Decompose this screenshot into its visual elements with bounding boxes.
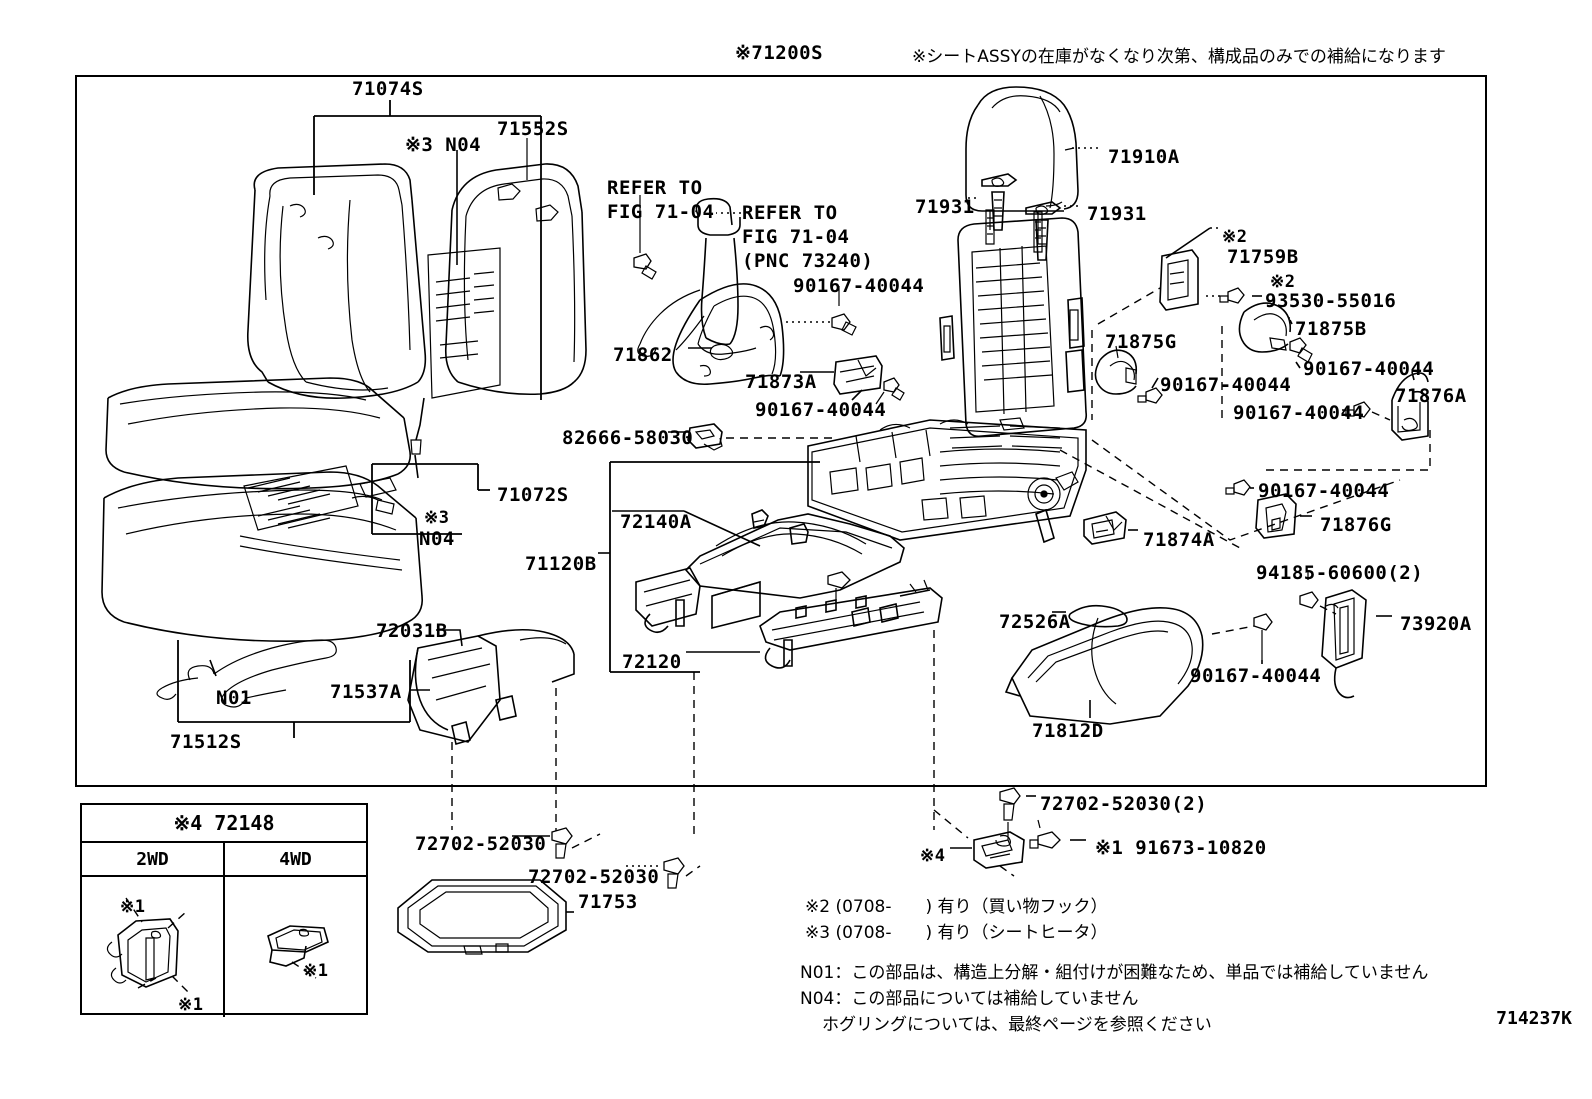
callout-72702-52030-b: 72702-52030 [528,866,660,888]
callout-90167-40044-g: 90167-40044 [1190,665,1322,687]
callout-72031B: 72031B [376,620,448,642]
table-column-4wd: 4WD [279,848,312,870]
callout-94185-60600: 94185-60600(2) [1256,562,1424,584]
table-column-2wd: 2WD [82,843,225,875]
callout-71537A: 71537A [330,681,402,703]
callout-71552S: 71552S [497,118,569,140]
callout-n04-b: N04 [419,528,455,550]
callout-71072S: 71072S [497,484,569,506]
table-cell-2wd: ※1 ※1 [82,877,225,1017]
callout-90167-40044-f: 90167-40044 [1258,480,1390,502]
callout-71120B: 71120B [525,553,597,575]
callout-71931-right: 71931 [1087,203,1147,225]
callout-93530-55016: 93530-55016 [1265,290,1397,312]
callout-72702-52030-2: 72702-52030(2) [1040,793,1208,815]
callout-71753: 71753 [578,891,638,913]
callout-mark3-b: ※3 [424,508,450,528]
callout-90167-40044-d: 90167-40044 [1160,374,1292,396]
table-cell-4wd: ※1 [225,877,366,1017]
callout-refer-to-1: REFER TO [607,177,703,199]
callout-mark2-b: ※2 [1270,272,1296,292]
top-right-note: ※シートASSYの在庫がなくなり次第、構成品のみでの補給になります [912,47,1446,67]
callout-71931-left: 71931 [915,196,975,218]
callout-71875B: 71875B [1295,318,1367,340]
callout-fig-71-04-2: FIG 71-04 [742,226,850,248]
marker-4wd: ※1 [303,961,329,981]
callout-90167-40044-b: 90167-40044 [755,399,887,421]
legend-n01: N01：この部品は、構造上分解・組付けが困難なため、単品では補給していません [800,963,1429,983]
callout-90167-40044-a: 90167-40044 [793,275,925,297]
callout-72526A: 72526A [999,611,1071,633]
callout-72702-52030-a: 72702-52030 [415,833,547,855]
callout-mark2-a: ※2 [1222,227,1248,247]
callout-71876A: 71876A [1395,385,1467,407]
callout-71862: 71862 [613,344,673,366]
wd-variant-table: ※4 72148 2WD 4WD ※1 ※1 ※1 [80,803,368,1017]
callout-71812D: 71812D [1032,720,1104,742]
callout-71874A: 71874A [1143,529,1215,551]
marker-2wd-bottom: ※1 [178,995,204,1015]
legend-note3: ※3 (0708- ) 有り（シートヒータ） [805,923,1108,943]
callout-91673-10820: ※1 91673-10820 [1095,837,1267,859]
callout-71873A: 71873A [745,371,817,393]
callout-72120: 72120 [622,651,682,673]
marker-2wd-top: ※1 [120,897,146,917]
callout-72140A: 72140A [620,511,692,533]
callout-90167-40044-e: 90167-40044 [1233,402,1365,424]
callout-73920A: 73920A [1400,613,1472,635]
callout-71910A: 71910A [1108,146,1180,168]
callout-n01: N01 [216,687,252,709]
callout-82666-58030: 82666-58030 [562,427,694,449]
callout-71759B: 71759B [1227,246,1299,268]
callout-mark4: ※4 [920,846,946,866]
legend-n04: N04：この部品については補給していません [800,989,1139,1009]
legend-note2: ※2 (0708- ) 有り（買い物フック） [805,897,1108,917]
callout-71876G: 71876G [1320,514,1392,536]
callout-fig-71-04-1: FIG 71-04 [607,201,715,223]
assembly-callout: ※71200S [735,42,824,64]
callout-x3-n04-top: ※3 N04 [405,134,482,156]
callout-71875G: 71875G [1105,331,1177,353]
callout-90167-40044-c: 90167-40044 [1303,358,1435,380]
table-title: ※4 72148 [82,805,366,843]
legend-hogring: ホグリングについては、最終ページを参照ください [822,1015,1212,1035]
diagram-id: 714237K [1496,1008,1572,1029]
callout-refer-to-2: REFER TO [742,202,838,224]
callout-71074S: 71074S [352,78,424,100]
callout-71512S: 71512S [170,731,242,753]
callout-pnc-73240: (PNC 73240) [742,250,874,272]
